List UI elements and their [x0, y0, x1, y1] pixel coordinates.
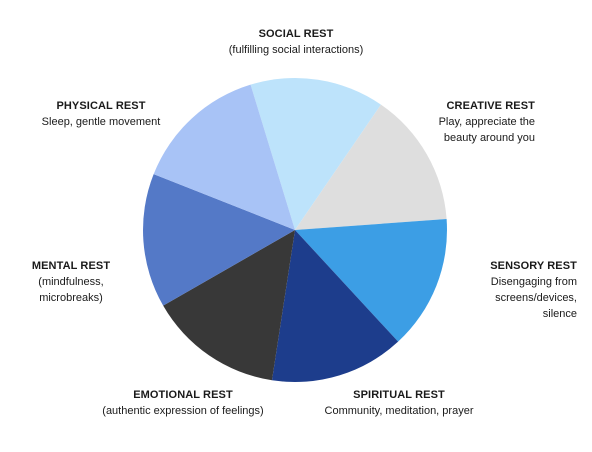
label-sensory-rest: SENSORY REST Disengaging from screens/de…	[460, 259, 577, 323]
label-desc: (mindfulness, microbreaks)	[38, 275, 104, 304]
label-desc: Disengaging from screens/devices, silenc…	[490, 275, 577, 320]
pie-slice-physical-rest	[153, 84, 295, 230]
label-desc: Sleep, gentle movement	[41, 115, 161, 128]
label-desc: Community, meditation, prayer	[324, 404, 474, 417]
label-physical-rest: PHYSICAL REST Sleep, gentle movement	[36, 99, 166, 131]
label-title: SENSORY REST	[490, 260, 577, 272]
label-desc: (authentic expression of feelings)	[102, 404, 264, 417]
pie-slice-sensory-rest	[295, 219, 447, 342]
label-emotional-rest: EMOTIONAL REST (authentic expression of …	[90, 388, 276, 420]
label-desc: (fulfilling social interactions)	[228, 43, 364, 56]
label-title: MENTAL REST	[31, 260, 111, 272]
pie-slice-social-rest	[250, 77, 381, 230]
label-title: EMOTIONAL REST	[133, 389, 233, 401]
pie-slice-spiritual-rest	[271, 230, 399, 383]
label-creative-rest: CREATIVE REST Play, appreciate the beaut…	[435, 99, 535, 147]
pie-slice-emotional-rest	[163, 230, 295, 381]
label-desc: Play, appreciate the beauty around you	[438, 115, 535, 144]
label-title: PHYSICAL REST	[56, 100, 146, 112]
label-title: SPIRITUAL REST	[353, 389, 445, 401]
pie-slice-creative-rest	[295, 104, 447, 230]
label-title: SOCIAL REST	[258, 28, 334, 40]
label-mental-rest: MENTAL REST (mindfulness, microbreaks)	[6, 259, 136, 307]
label-title: CREATIVE REST	[446, 100, 535, 112]
pie-slice-mental-rest	[143, 174, 295, 306]
label-social-rest: SOCIAL REST (fulfilling social interacti…	[196, 27, 396, 59]
label-spiritual-rest: SPIRITUAL REST Community, meditation, pr…	[318, 388, 480, 420]
